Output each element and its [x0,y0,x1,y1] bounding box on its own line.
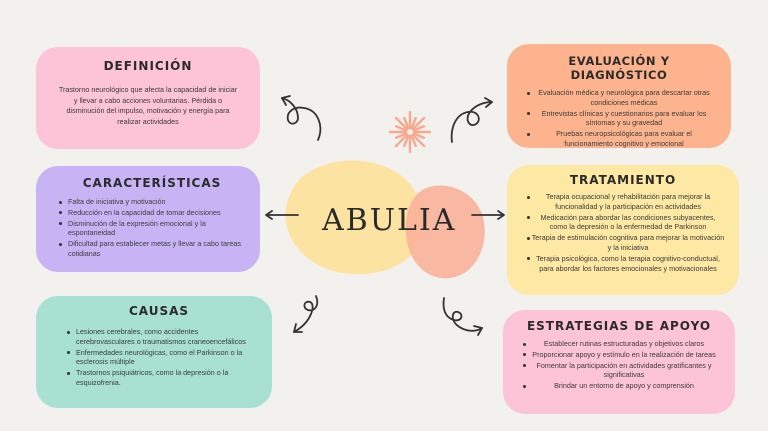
arrow-to-evaluacion-icon [450,97,493,143]
tratamiento-list: Terapia ocupacional y rehabilitación par… [521,192,725,273]
causas-card: CAUSAS Lesiones cerebrales, como acciden… [36,296,272,408]
arrow-to-tratamiento-icon [471,210,505,220]
list-item: Proporcionar apoyo y estímulo en la real… [517,350,721,360]
sunburst-ray [394,125,408,132]
sunburst-ray [394,133,409,148]
causas-title: CAUSAS [128,304,190,318]
sunburst-ray [394,116,409,131]
arrow-to-caracteristicas-icon [265,210,299,220]
list-item: Fomentar la participación en actividades… [517,361,721,381]
sunburst-ray [410,116,417,130]
sunburst-ray [411,133,426,148]
sunburst-ray [394,132,408,139]
list-item: Brindar un entorno de apoyo y comprensió… [517,381,721,391]
sunburst-ray [403,116,410,130]
yellow-blob [285,160,424,275]
estrategias-card: ESTRATEGIAS DE APOYO Establecer rutinas … [503,310,735,414]
causas-list: Lesiones cerebrales, como accidentes cer… [66,327,252,388]
sunburst-ray [411,116,426,131]
sunburst-icon [388,110,432,154]
orange-blob [405,185,485,279]
list-item: Lesiones cerebrales, como accidentes cer… [66,327,252,347]
list-item: Entrevistas clínicas y cuestionarios par… [521,109,717,129]
list-item: Terapia de estimulación cognitiva para m… [521,233,725,253]
definicion-title: DEFINICIÓN [103,59,193,73]
list-item: Reducción en la capacidad de tomar decis… [58,208,246,218]
estrategias-list: Establecer rutinas estructuradas y objet… [517,339,721,391]
list-item: Terapia ocupacional y rehabilitación par… [521,192,725,212]
central-title: ABULIA [322,203,457,238]
sunburst-ray [412,125,426,132]
sunburst-ray [410,134,417,148]
definicion-card: DEFINICIÓN Trastorno neurológico que afe… [36,47,260,149]
tratamiento-title: TRATAMIENTO [569,173,677,187]
sunburst-ray [412,132,426,139]
list-item: Falta de iniciativa y motivación [58,197,246,207]
arrow-to-definicion-icon [281,95,322,141]
list-item: Terapia psicológica, como la terapia cog… [521,254,725,274]
list-item: Dificultad para establecer metas y lleva… [58,239,246,259]
evaluacion-card: EVALUACIÓN Y DIAGNÓSTICO Evaluación médi… [507,44,731,148]
arrow-to-estrategias-icon [442,297,483,336]
tratamiento-card: TRATAMIENTO Terapia ocupacional y rehabi… [507,165,739,295]
list-item: Medicación para abordar las condiciones … [521,213,725,233]
list-item: Pruebas neuropsicológicas para evaluar e… [521,129,717,149]
caracteristicas-list: Falta de iniciativa y motivación Reducci… [58,197,246,259]
estrategias-title: ESTRATEGIAS DE APOYO [526,319,712,333]
caracteristicas-card: CARACTERÍSTICAS Falta de iniciativa y mo… [36,166,260,272]
arrow-to-causas-icon [293,295,319,333]
evaluacion-title: EVALUACIÓN Y DIAGNÓSTICO [568,54,670,82]
list-item: Disminución de la expresión emocional y … [58,219,246,239]
list-item: Trastornos psiquiátricos, como la depres… [66,368,252,388]
evaluacion-list: Evaluación médica y neurológica para des… [521,88,717,149]
sunburst-ray [403,134,410,148]
definicion-text: Trastorno neurológico que afecta la capa… [58,85,238,126]
list-item: Enfermedades neurológicas, como el Parki… [66,348,252,368]
caracteristicas-title: CARACTERÍSTICAS [82,176,222,190]
list-item: Establecer rutinas estructuradas y objet… [517,339,721,349]
list-item: Evaluación médica y neurológica para des… [521,88,717,108]
